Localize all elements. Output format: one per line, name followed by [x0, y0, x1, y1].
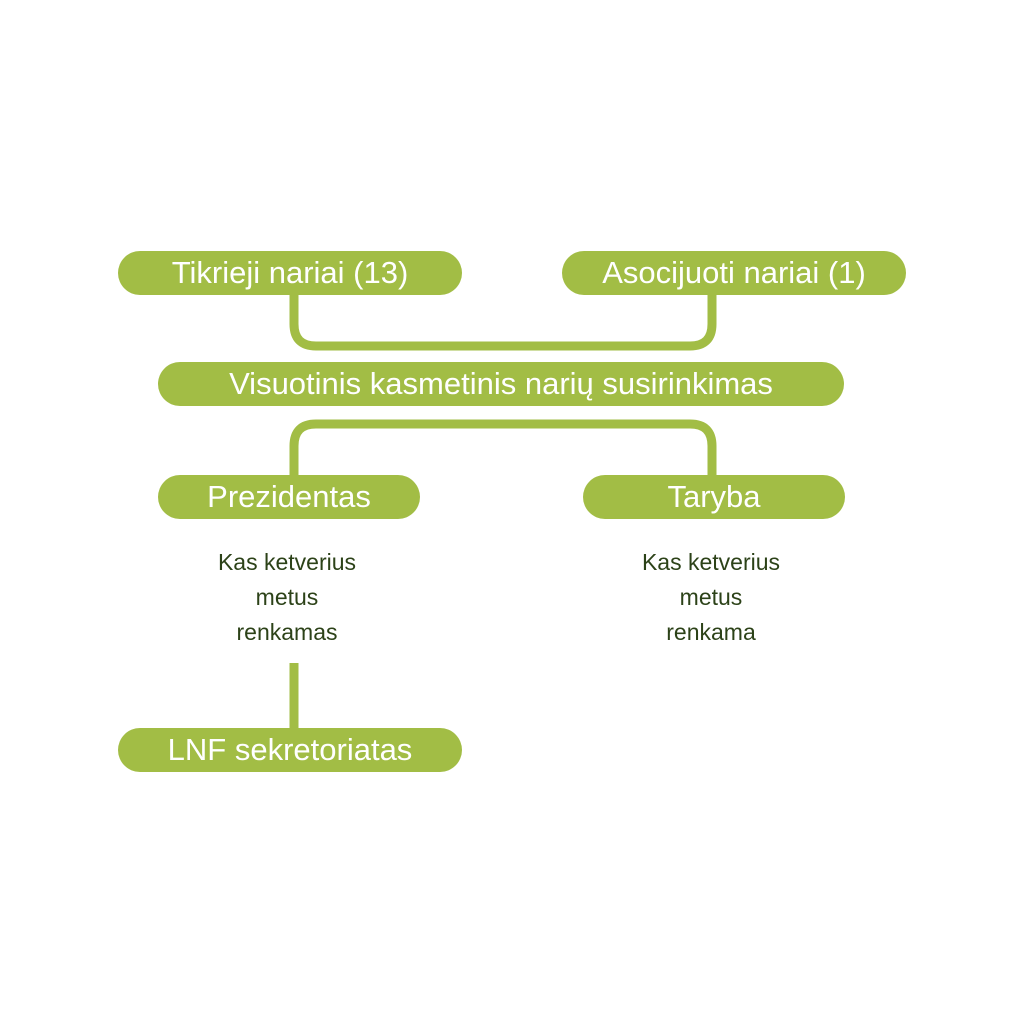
node-council: Taryba: [583, 475, 845, 519]
president-note-line: renkamas: [236, 619, 338, 645]
council-note-line: Kas ketverius: [641, 549, 781, 575]
node-full-members: Tikrieji nariai (13): [118, 251, 462, 295]
node-associate-members: Asocijuoti nariai (1): [562, 251, 906, 295]
council-term-note: Kas ketverius metus renkama: [591, 545, 831, 650]
president-term-note: Kas ketverius metus renkamas: [167, 545, 407, 650]
connector-assembly-to-president-council: [289, 419, 717, 480]
node-secretariat: LNF sekretoriatas: [118, 728, 462, 772]
connector-members-to-assembly: [289, 290, 717, 351]
node-general-assembly: Visuotinis kasmetinis narių susirinkimas: [158, 362, 844, 406]
council-note-line: metus: [679, 584, 743, 610]
node-president: Prezidentas: [158, 475, 420, 519]
president-note-line: metus: [255, 584, 319, 610]
president-note-line: Kas ketverius: [217, 549, 357, 575]
council-note-line: renkama: [666, 619, 756, 645]
